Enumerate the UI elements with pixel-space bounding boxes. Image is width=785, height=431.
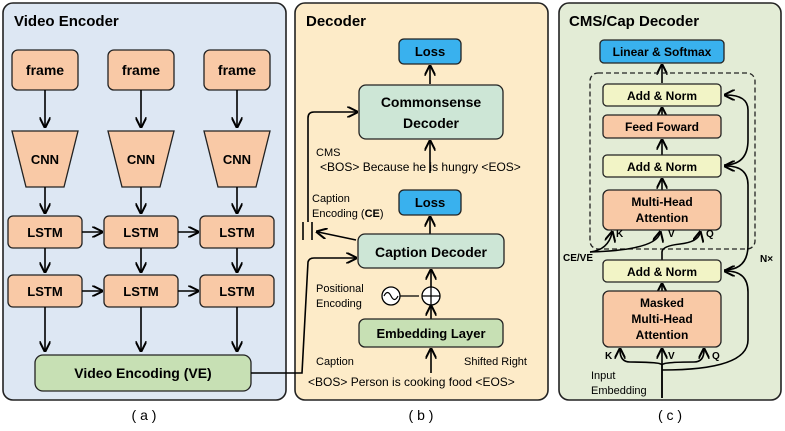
panel-b-title: Decoder [306,13,366,30]
residual-mha [724,166,749,271]
mha-line2: Attention [636,211,689,225]
cnn-label-2: CNN [127,152,155,167]
feed-forward-box [602,114,722,139]
arrow-input-k [620,350,663,398]
mha-q-label: Q [706,229,714,240]
caption-decoder-box [357,233,505,269]
lstm-label-r1-c1: LSTM [27,225,62,240]
arrow-ce-to-commonsense [307,112,356,222]
arrow-ceve-v [589,233,660,253]
residual-ff [724,95,749,166]
caption-encoding-ce: CE [365,208,380,220]
arrow-ve-to-capdec [251,258,355,374]
cnn-block-2 [107,130,175,188]
frame-label-3: frame [218,62,256,78]
add-norm-label-1: Add & Norm [627,89,697,103]
sine-wave-path [383,291,399,301]
positional-line1: Positional [316,283,364,295]
arrow-capdec-to-switch [318,232,357,241]
caption-encoding-line1: Caption [312,193,350,205]
commonsense-decoder-box [358,84,504,140]
masked-v-label: V [668,351,675,362]
loss-box-top [398,38,462,65]
panel-c-title: CMS/Cap Decoder [569,13,699,30]
panel-b-caption: ( b ) [409,407,434,423]
masked-k-label: K [605,351,613,362]
video-encoding-label: Video Encoding (VE) [74,365,211,381]
panel-a-title: Video Encoder [14,13,119,30]
positional-line2: Encoding [316,298,362,310]
nx-repeat-box [589,72,756,250]
caption-sentence: <BOS> Person is cooking food <EOS> [308,375,515,389]
caption-decoder-label: Caption Decoder [375,244,488,260]
lstm-label-r1-c2: LSTM [123,225,158,240]
frame-label-1: frame [26,62,64,78]
commonsense-decoder-line2: Decoder [403,115,460,131]
panel-a-caption: ( a ) [132,407,157,423]
commonsense-decoder-line1: Commonsense [381,94,482,110]
loss-label-top: Loss [415,44,445,59]
caption-encoding-line2: Encoding (CE) [312,208,384,220]
caption-encoding-close: ) [380,208,384,220]
mha-k-label: K [616,229,624,240]
cnn-label-3: CNN [223,152,251,167]
frame-label-2: frame [122,62,160,78]
masked-q-label: Q [712,351,720,362]
cms-label: CMS [316,147,340,159]
panel-decoder: Decoder Loss Commonsense Decoder CMS <BO… [251,2,549,401]
mha-v-label: V [668,229,675,240]
lstm-label-r1-c3: LSTM [219,225,254,240]
embedding-layer-box [358,318,504,348]
linear-softmax-label: Linear & Softmax [613,45,712,59]
add-norm-label-3: Add & Norm [627,265,697,279]
residual-masked [661,271,749,371]
panel-video-encoder: Video Encoder frame frame frame CNN CNN … [2,2,287,401]
masked-mha-line1: Masked [640,296,684,310]
input-embedding-line1: Input [591,370,615,382]
masked-mha-line2: Multi-Head [631,312,692,326]
lstm-label-r2-c1: LSTM [27,284,62,299]
loss-label-middle: Loss [415,195,445,210]
caption-label: Caption [316,356,354,368]
masked-mha-box [602,290,722,348]
panel-cms-cap-decoder: CMS/Cap Decoder Linear & Softmax Add & N… [558,2,782,401]
lstm-label-r2-c3: LSTM [219,284,254,299]
arrow-q-input [661,233,700,261]
cnn-block-1 [11,130,79,188]
loss-box-middle [398,189,462,216]
lstm-label-r2-c2: LSTM [123,284,158,299]
mha-line1: Multi-Head [631,195,692,209]
ce-ve-label: CE/VE [563,253,593,264]
cms-sentence: <BOS> Because he is hungry <EOS> [320,160,521,174]
panel-c-caption: ( c ) [658,407,682,423]
shifted-right-label: Shifted Right [464,356,527,368]
arrow-input-q [661,350,704,366]
add-norm-box-2 [602,154,722,178]
add-norm-box-1 [602,83,722,107]
masked-mha-line3: Attention [636,328,689,342]
cnn-block-3 [203,130,271,188]
nx-label: N× [760,254,773,265]
caption-encoding-prefix: Encoding ( [312,208,365,220]
cnn-label-1: CNN [31,152,59,167]
input-embedding-line2: Embedding [591,385,647,397]
feed-forward-label: Feed Foward [625,120,699,134]
embedding-layer-label: Embedding Layer [376,326,485,341]
linear-softmax-box [599,39,725,64]
add-norm-box-3 [602,259,722,283]
add-norm-label-2: Add & Norm [627,160,697,174]
